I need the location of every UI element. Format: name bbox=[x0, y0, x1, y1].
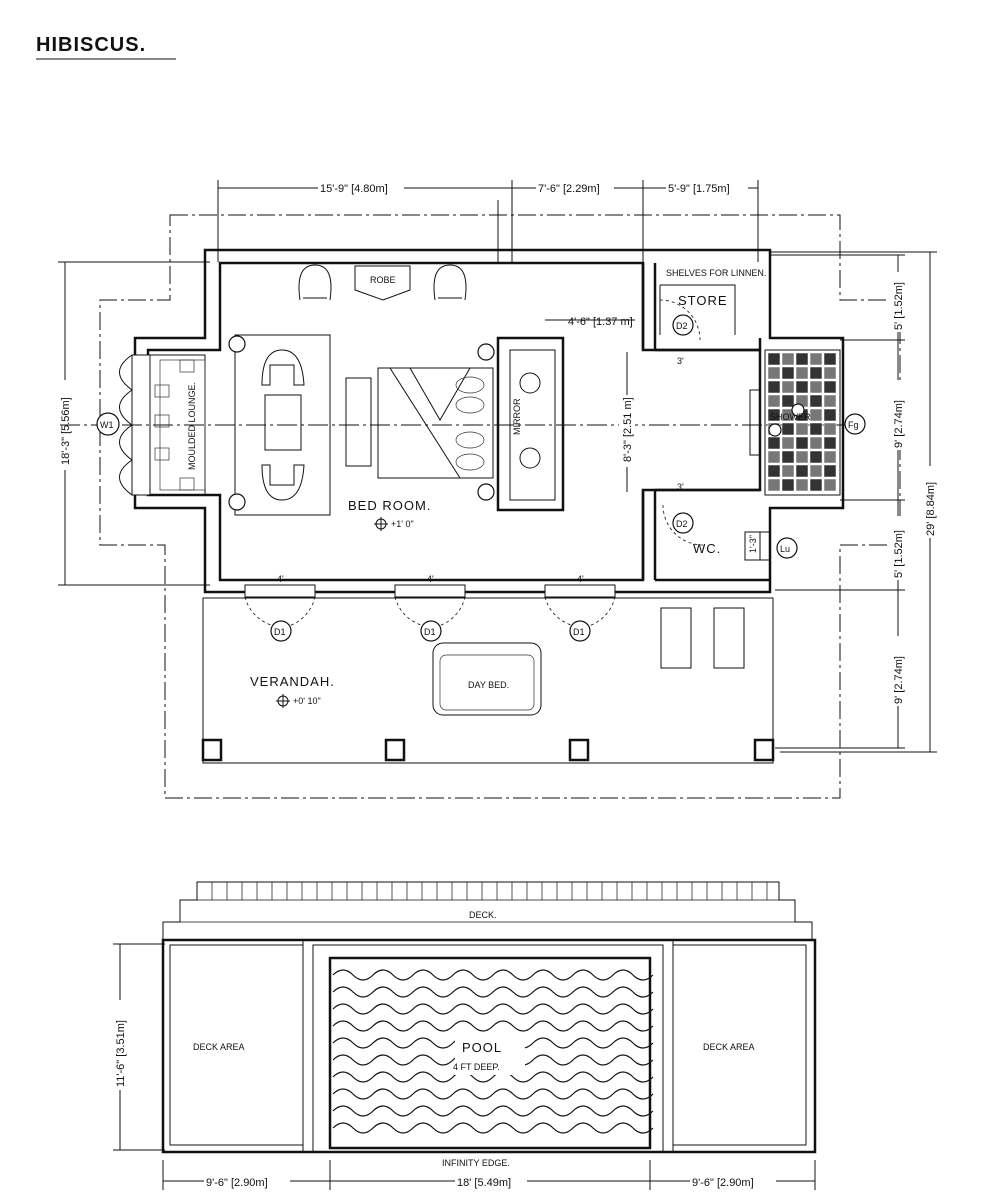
dim-left: 18'-3" [5.56m] bbox=[60, 397, 72, 465]
bedroom-label: BED ROOM. bbox=[348, 498, 431, 513]
robe: ROBE bbox=[298, 264, 467, 301]
dim-top-c: 5'-9" [1.75m] bbox=[668, 183, 730, 195]
verandah: D1 D1 D1 DAY BED. VERANDAH. +0' 10" bbox=[201, 596, 775, 764]
pool-depth: 4 FT DEEP. bbox=[453, 1062, 500, 1072]
w1-tag: W1 bbox=[100, 420, 114, 430]
dim-top-b: 7'-6" [2.29m] bbox=[538, 183, 600, 195]
bedroom-level: +1' 0" bbox=[374, 517, 414, 531]
shelves-label: SHELVES FOR LINNEN. bbox=[666, 268, 766, 278]
bed bbox=[377, 343, 495, 501]
shower: SHOWER Fg bbox=[749, 349, 866, 496]
deck-area-left: DECK AREA bbox=[193, 1042, 245, 1052]
d2-tag-store: D2 bbox=[676, 321, 688, 331]
dim-top-a: 15'-9" [4.80m] bbox=[320, 183, 388, 195]
svg-text:4': 4' bbox=[427, 574, 434, 584]
svg-text:18' [5.49m]: 18' [5.49m] bbox=[457, 1177, 511, 1189]
svg-text:3': 3' bbox=[677, 356, 684, 366]
wc-label: WC. bbox=[693, 541, 721, 556]
lounge: MOULDED LOUNGE. bbox=[149, 354, 206, 496]
right-dimensions: 5' [1.52m] 9' [2.74m] 5' [1.52m] 9' [2.7… bbox=[770, 251, 938, 753]
svg-text:MOULDED LOUNGE.: MOULDED LOUNGE. bbox=[187, 382, 197, 470]
deck-area-right: DECK AREA bbox=[703, 1042, 755, 1052]
svg-text:+0' 10": +0' 10" bbox=[293, 696, 321, 706]
dim-right-total: 29' [8.84m] bbox=[925, 482, 937, 536]
svg-text:8'-3" [2.51 m]: 8'-3" [2.51 m] bbox=[622, 397, 634, 462]
bath-dimensions: 4'-6" [1.37 m] 8'-3" [2.51 m] bbox=[545, 316, 635, 492]
day-bed-label: DAY BED. bbox=[468, 680, 509, 690]
svg-text:MIRROR: MIRROR bbox=[512, 398, 522, 435]
d1-tag-a: D1 bbox=[274, 627, 286, 637]
sitting-area bbox=[228, 334, 331, 516]
dim-right-a: 5' [1.52m] bbox=[893, 282, 905, 330]
pool-label: POOL bbox=[462, 1040, 502, 1055]
verandah-label: VERANDAH. bbox=[250, 674, 335, 689]
page-title: HIBISCUS. bbox=[36, 34, 146, 56]
bench bbox=[345, 377, 372, 467]
svg-text:11'-6" [3.51m]: 11'-6" [3.51m] bbox=[115, 1020, 127, 1087]
infinity-edge-label: INFINITY EDGE. bbox=[442, 1158, 510, 1168]
dim-right-b: 9' [2.74m] bbox=[893, 400, 905, 448]
lu-tag: Lu bbox=[780, 544, 790, 554]
dim-right-c: 5' [1.52m] bbox=[893, 530, 905, 578]
svg-text:+1' 0": +1' 0" bbox=[391, 519, 414, 529]
building-walls bbox=[133, 248, 845, 594]
south-windows: 4' 4' 4' bbox=[244, 574, 616, 598]
svg-text:9'-6" [2.90m]: 9'-6" [2.90m] bbox=[206, 1177, 268, 1189]
top-dimensions: 15'-9" [4.80m] 7'-6" [2.29m] 5'-9" [1.75… bbox=[217, 180, 759, 262]
fg-tag: Fg bbox=[848, 420, 859, 430]
d2-tag-wc: D2 bbox=[676, 519, 688, 529]
deck-label: DECK. bbox=[469, 910, 497, 920]
deck: DECK. DECK AREA DECK AREA bbox=[161, 881, 817, 1154]
store-label: STORE bbox=[678, 293, 728, 308]
svg-text:ROBE: ROBE bbox=[370, 275, 396, 285]
svg-text:3': 3' bbox=[677, 482, 684, 492]
svg-text:4'-6" [1.37 m]: 4'-6" [1.37 m] bbox=[568, 316, 633, 328]
svg-text:SHOWER: SHOWER bbox=[770, 412, 811, 422]
d1-tag-b: D1 bbox=[424, 627, 436, 637]
svg-text:1'-3": 1'-3" bbox=[748, 535, 758, 553]
d1-tag-c: D1 bbox=[573, 627, 585, 637]
west-window: W1 bbox=[60, 354, 860, 496]
vanity: MIRROR bbox=[496, 336, 565, 512]
svg-text:9'-6" [2.90m]: 9'-6" [2.90m] bbox=[692, 1177, 754, 1189]
site-boundary bbox=[99, 214, 901, 799]
svg-text:4': 4' bbox=[277, 574, 284, 584]
pool-dimensions: 11'-6" [3.51m] 9'-6" [2.90m] 18' [5.49m]… bbox=[112, 943, 816, 1190]
pool: POOL 4 FT DEEP. INFINITY EDGE. bbox=[302, 939, 674, 1168]
svg-text:4': 4' bbox=[577, 574, 584, 584]
dim-right-d: 9' [2.74m] bbox=[893, 656, 905, 704]
